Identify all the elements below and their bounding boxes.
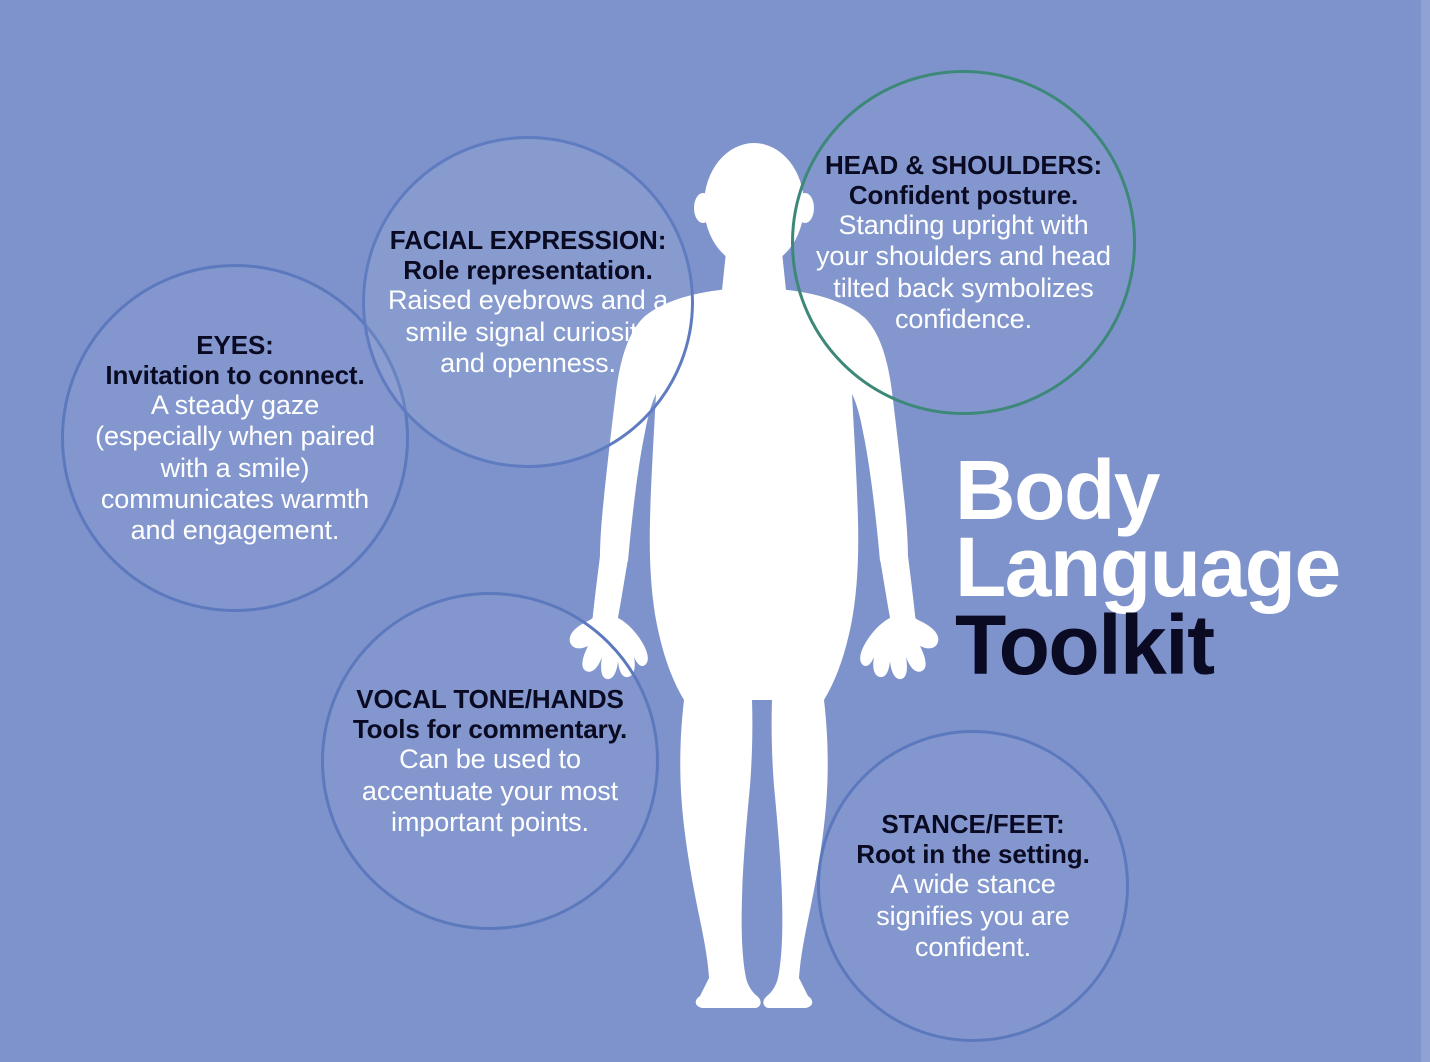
bubble-vocal-tone-hands-body: Can be used to accentuate your most impo… bbox=[361, 744, 619, 837]
poster-title-line-1: Body bbox=[955, 443, 1161, 537]
poster-title: Body Language Toolkit bbox=[955, 443, 1375, 692]
right-edge-strip bbox=[1421, 0, 1430, 1062]
bubble-eyes-text: EYES: Invitation to connect. A steady ga… bbox=[85, 330, 386, 547]
bubble-vocal-tone-hands-heading: VOCAL TONE/HANDS bbox=[356, 683, 624, 714]
bubble-head-and-shoulders-heading: HEAD & SHOULDERS: bbox=[824, 149, 1103, 180]
poster-title-line-2: Language bbox=[955, 520, 1341, 615]
bubble-head-and-shoulders-text: HEAD & SHOULDERS: Confident posture. Sta… bbox=[814, 150, 1112, 336]
bubble-stance-feet-subheading: Root in the setting. bbox=[856, 839, 1090, 870]
bubble-eyes: EYES: Invitation to connect. A steady ga… bbox=[61, 264, 409, 612]
bubble-facial-expression: FACIAL EXPRESSION: Role representation. … bbox=[362, 136, 694, 468]
bubble-eyes-body: A steady gaze (especially when paired wi… bbox=[95, 389, 375, 546]
bubble-facial-expression-subheading: Role representation. bbox=[403, 255, 653, 286]
bubble-vocal-tone-hands: VOCAL TONE/HANDS Tools for commentary. C… bbox=[321, 592, 659, 930]
bubble-stance-feet: STANCE/FEET: Root in the setting. A wide… bbox=[817, 730, 1129, 1042]
bubble-head-and-shoulders-body: Standing upright with your shoulders and… bbox=[816, 210, 1111, 334]
bubble-head-and-shoulders: HEAD & SHOULDERS: Confident posture. Sta… bbox=[791, 70, 1136, 415]
poster-title-line-3: Toolkit bbox=[955, 597, 1215, 692]
bubble-eyes-heading: EYES: bbox=[196, 329, 274, 360]
bubble-facial-expression-body: Raised eyebrows and a smile signal curio… bbox=[387, 285, 669, 378]
bubble-vocal-tone-hands-text: VOCAL TONE/HANDS Tools for commentary. C… bbox=[344, 684, 636, 838]
bubble-eyes-subheading: Invitation to connect. bbox=[105, 359, 365, 390]
bubble-vocal-tone-hands-subheading: Tools for commentary. bbox=[352, 714, 628, 745]
bubble-head-and-shoulders-subheading: Confident posture. bbox=[848, 179, 1079, 210]
bubble-facial-expression-text: FACIAL EXPRESSION: Role representation. … bbox=[385, 225, 672, 379]
bubble-stance-feet-heading: STANCE/FEET: bbox=[881, 808, 1065, 839]
bubble-stance-feet-body: A wide stance signifies you are confiden… bbox=[876, 869, 1070, 962]
bubble-facial-expression-heading: FACIAL EXPRESSION: bbox=[389, 224, 667, 255]
bubble-stance-feet-text: STANCE/FEET: Root in the setting. A wide… bbox=[838, 809, 1107, 963]
